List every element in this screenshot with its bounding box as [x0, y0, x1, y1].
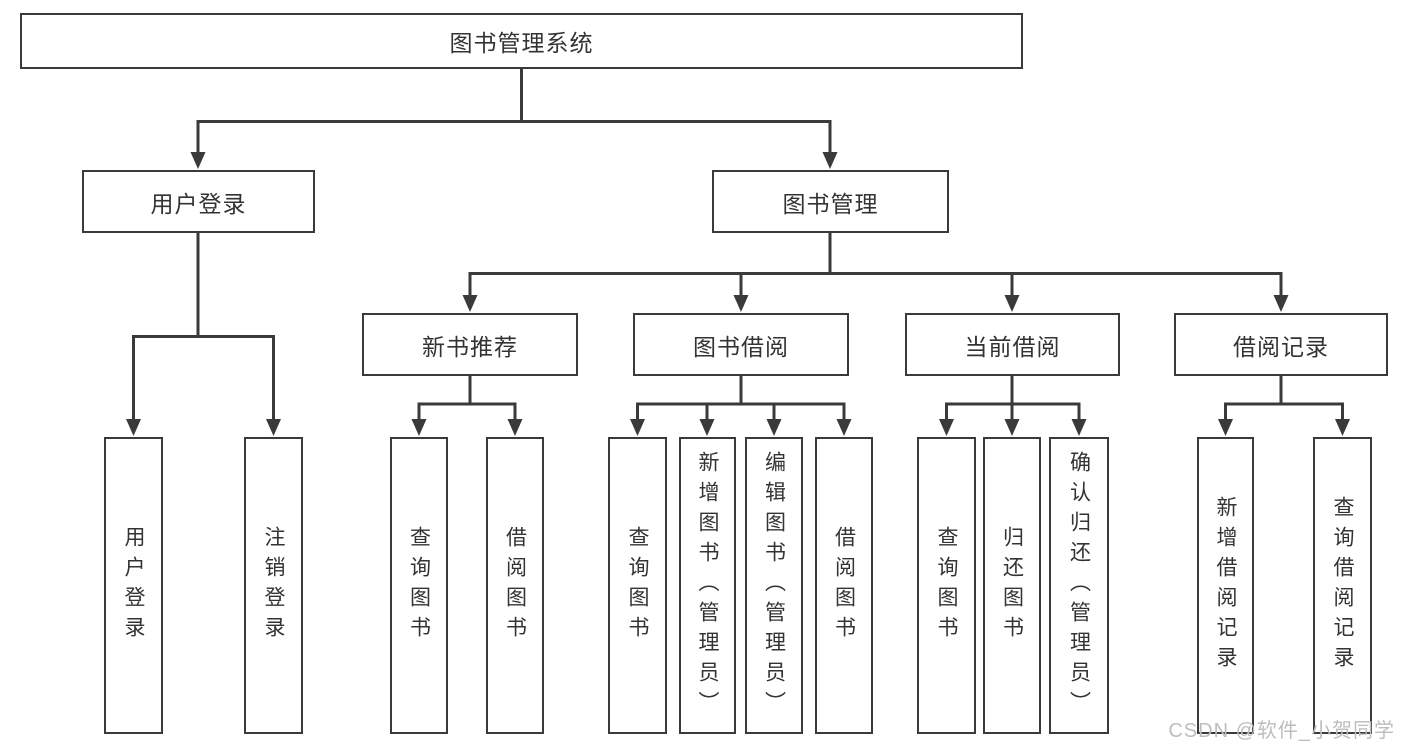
node-user-login-leaf: 用户登录 [104, 437, 163, 734]
node-add-borrow-record: 新增借阅记录 [1197, 437, 1254, 734]
node-borrow-books-recommend: 借阅图书 [486, 437, 544, 734]
node-borrow-books-borrowing: 借阅图书 [815, 437, 873, 734]
node-label: 新书推荐 [422, 333, 518, 360]
connector-lines [132, 68, 1344, 421]
node-label: 新增图书（管理员） [696, 450, 719, 721]
node-label: 借阅图书 [503, 525, 527, 646]
node-query-books-recommend: 查询图书 [390, 437, 448, 734]
node-label: 图书管理系统 [449, 30, 594, 56]
node-new-book-recommendation: 新书推荐 [362, 313, 578, 376]
node-label: 查询图书 [626, 525, 649, 646]
node-label: 借阅记录 [1233, 333, 1329, 360]
node-add-book-admin: 新增图书（管理员） [679, 437, 736, 734]
node-label: 用户登录 [150, 190, 247, 217]
node-query-books-borrowing: 查询图书 [608, 437, 667, 734]
node-label: 借阅图书 [832, 525, 856, 646]
node-edit-book-admin: 编辑图书（管理员） [745, 437, 803, 734]
node-query-borrow-record: 查询借阅记录 [1313, 437, 1372, 734]
node-label: 编辑图书（管理员） [762, 450, 786, 721]
node-book-borrowing: 图书借阅 [633, 313, 849, 376]
node-confirm-return-admin: 确认归还（管理员） [1049, 437, 1109, 734]
node-query-books-current: 查询图书 [917, 437, 976, 734]
node-return-books: 归还图书 [983, 437, 1041, 734]
node-label: 图书管理 [782, 190, 879, 217]
node-label: 注销登录 [262, 525, 285, 646]
node-label: 图书借阅 [693, 333, 789, 360]
node-label: 查询图书 [935, 525, 958, 646]
node-logout: 注销登录 [244, 437, 303, 734]
node-user-login: 用户登录 [82, 170, 315, 233]
node-label: 当前借阅 [964, 333, 1061, 360]
node-library-management-system: 图书管理系统 [20, 13, 1023, 69]
node-label: 确认归还（管理员） [1067, 450, 1091, 721]
arrowheads [126, 152, 1350, 436]
node-label: 新增借阅记录 [1214, 495, 1237, 676]
csdn-watermark: CSDN @软件_小贺同学 [1168, 720, 1395, 742]
node-borrowing-records: 借阅记录 [1174, 313, 1388, 376]
node-label: 用户登录 [122, 525, 145, 646]
node-book-management: 图书管理 [712, 170, 949, 233]
node-label: 查询图书 [407, 525, 431, 646]
node-current-borrowing: 当前借阅 [905, 313, 1120, 376]
node-label: 归还图书 [1000, 525, 1024, 646]
node-label: 查询借阅记录 [1331, 495, 1354, 676]
